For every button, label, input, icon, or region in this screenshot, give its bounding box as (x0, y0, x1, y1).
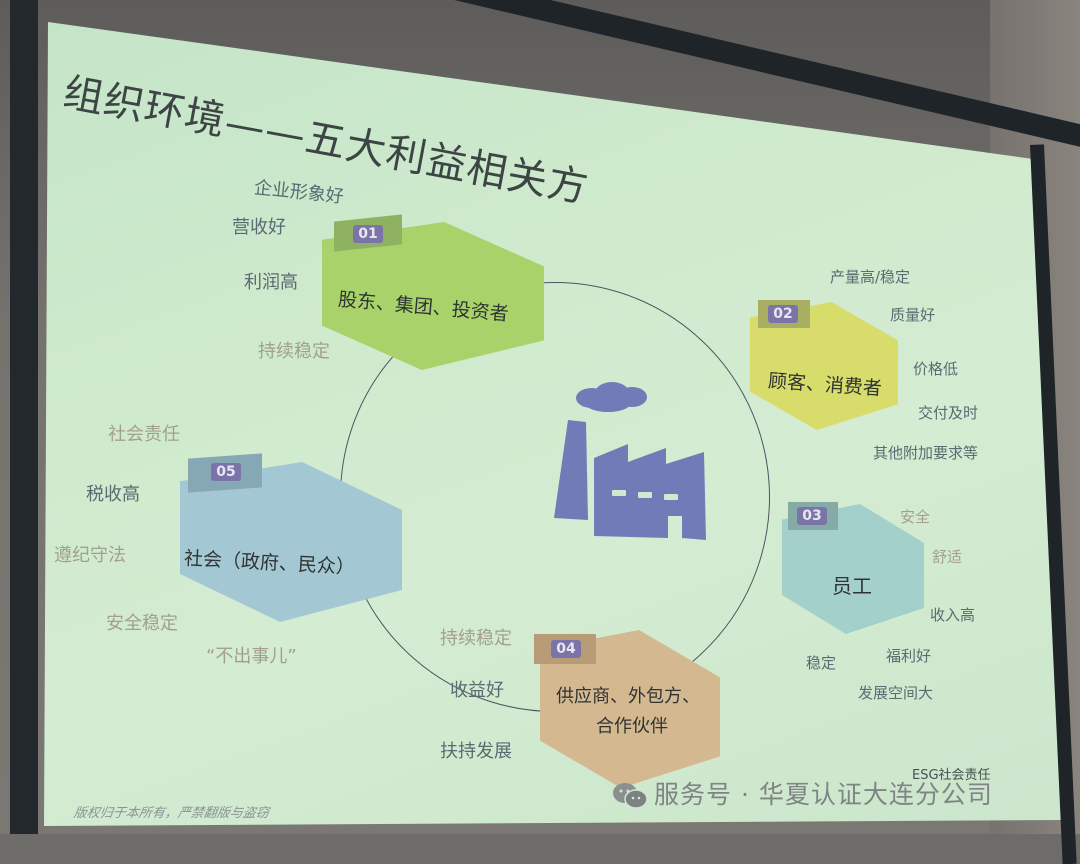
esg-tag: ESG社会责任 (912, 768, 991, 783)
attribute: 安全 (900, 508, 931, 526)
attribute: 税收高 (86, 484, 140, 505)
attribute: 福利好 (886, 647, 932, 665)
attribute: 社会责任 (108, 424, 180, 445)
attribute: 持续稳定 (258, 341, 330, 362)
stakeholder-04-number: 04 (546, 636, 586, 662)
attribute: 交付及时 (918, 404, 979, 422)
attribute: 利润高 (244, 272, 298, 293)
attribute: 收入高 (930, 606, 976, 624)
stakeholder-01-number: 01 (348, 220, 388, 248)
attribute: 持续稳定 (440, 628, 512, 649)
attribute: 扶持发展 (440, 741, 512, 762)
watermark-text: 服务号 · 华夏认证大连分公司 (654, 780, 993, 809)
stakeholder-04-label-line1: 供应商、外包方、 (556, 686, 700, 707)
attribute: 遵纪守法 (54, 545, 126, 566)
screen-frame-left (10, 0, 38, 834)
stakeholder-03-number: 03 (794, 504, 830, 528)
attribute: 产量高/稳定 (830, 268, 911, 286)
attribute: “不出事儿” (206, 646, 297, 667)
attribute: 企业形象好 (252, 177, 345, 208)
wechat-icon (613, 783, 648, 809)
stakeholder-04-label-line2: 合作伙伴 (596, 716, 668, 737)
attribute: 舒适 (932, 548, 963, 566)
attribute: 发展空间大 (858, 684, 934, 702)
attribute: 营收好 (232, 217, 286, 238)
projection-screen: 组织环境——五大利益相关方 01 股东、集团、投资者 企业形象好 营收好 利润高… (44, 22, 1062, 826)
attribute: 价格低 (913, 360, 959, 378)
factory-icon (554, 382, 706, 540)
copyright-notice: 版权归于本所有，严禁翻版与盗窃 (72, 806, 270, 821)
attribute: 质量好 (890, 306, 936, 324)
stakeholder-03-label: 员工 (832, 574, 872, 598)
attribute: 收益好 (450, 680, 504, 701)
attribute: 稳定 (806, 654, 837, 672)
stakeholder-05-number: 05 (204, 458, 248, 486)
stakeholder-02-number: 02 (764, 302, 802, 326)
attribute: 其他附加要求等 (873, 444, 979, 462)
attribute: 安全稳定 (106, 613, 178, 634)
watermark: 服务号 · 华夏认证大连分公司 (612, 775, 993, 811)
